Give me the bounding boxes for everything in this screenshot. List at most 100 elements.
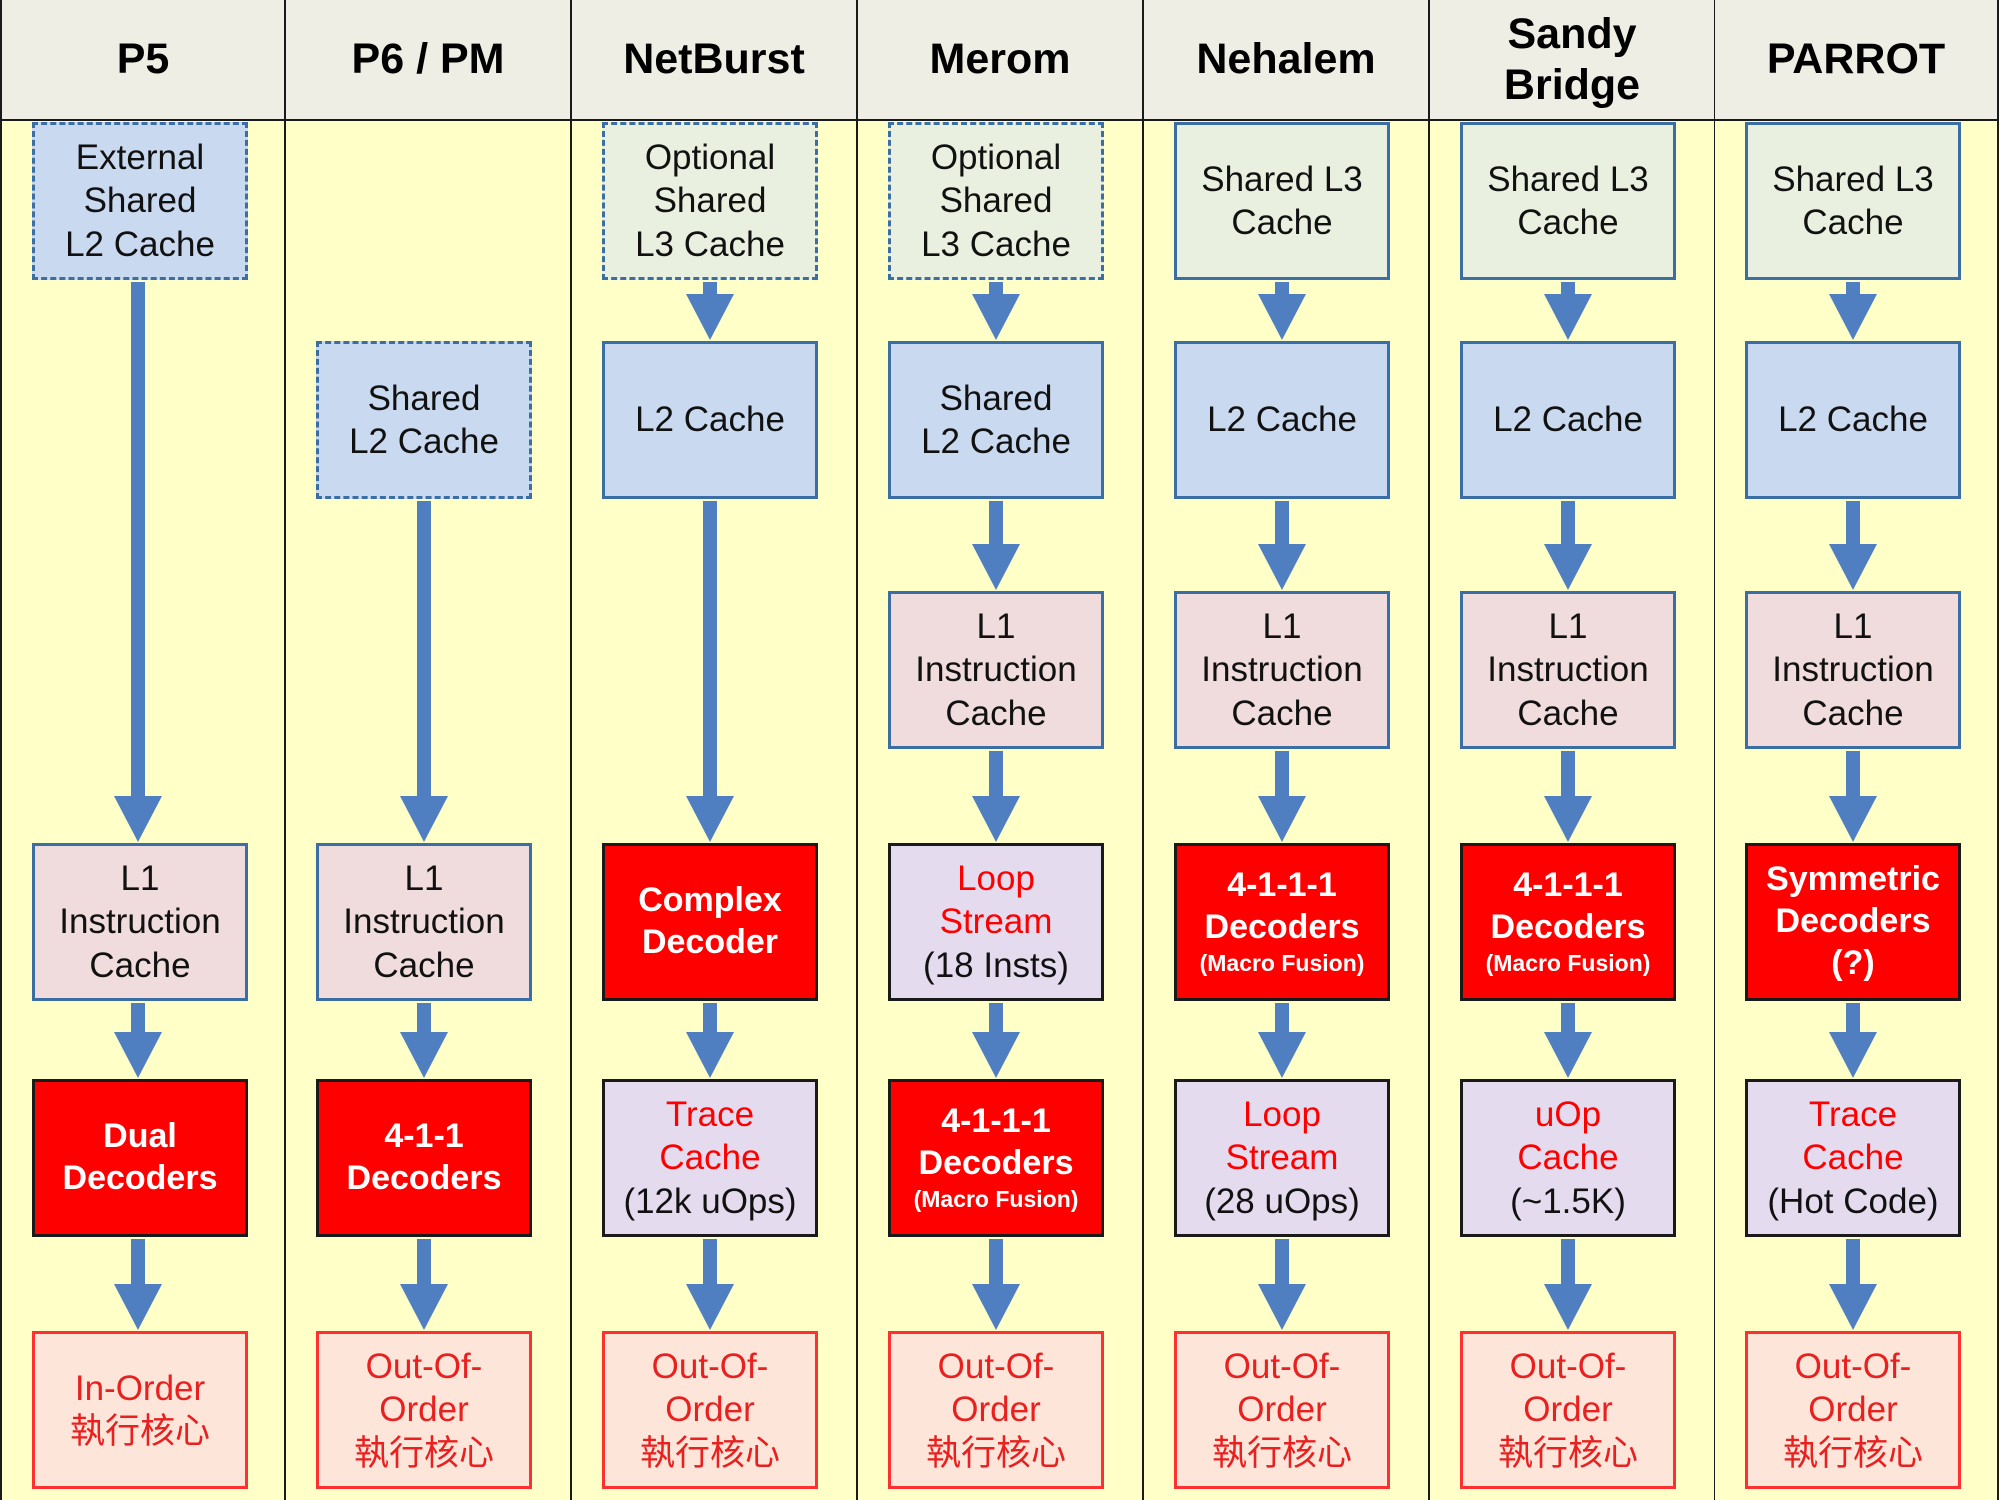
column-title: P6 / PM [286,0,570,121]
box-text-line: L2 Cache [349,422,499,461]
arrow-down-icon [1829,1032,1877,1078]
box-text-line: (12k uOps) [623,1181,797,1221]
box-text-line: L3 Cache [635,224,785,264]
box-title-line: Loop [957,859,1035,899]
box-text-line: (?) [1831,943,1875,982]
box-text-line: Shared [939,181,1053,221]
box-text-line: Order [665,1390,755,1430]
box-title-line: Stream [939,902,1053,942]
box-text-line: L1 [1548,607,1588,647]
box-text-line: Cache [1517,203,1619,242]
arrow-down-icon [400,1032,448,1078]
arrow-shaft [989,282,1003,296]
box-text-line: Decoders [1490,908,1646,947]
arrow-shaft [703,501,717,798]
l2-box: L2 Cache [1460,341,1676,499]
box-text-line: 4-1-1-1 [1513,866,1623,905]
box-text-line: Decoder [641,923,779,961]
arrow-down-icon [114,1032,162,1078]
core-box: In-Order 執行核心 [32,1331,248,1489]
box-text-line: Order [1808,1390,1898,1430]
arrow-shaft [989,501,1003,546]
column-title-line: Bridge [1503,60,1641,109]
box-text-line: L2 Cache [1207,400,1357,440]
arrow-down-icon [1544,1032,1592,1078]
arrow-down-icon [686,796,734,842]
box-text-line: Instruction [59,902,221,942]
box-text-line: Out-Of- [1794,1347,1912,1387]
arrow-shaft [703,1239,717,1286]
arrow-shaft [1561,501,1575,546]
column-title: Nehalem [1144,0,1428,121]
box-note: (Macro Fusion) [1199,949,1365,976]
box-text-line: Decoders [346,1159,502,1197]
box-text-line: Cache [1802,693,1904,733]
box-text-line: 執行核心 [925,1433,1066,1473]
arrow-shaft [703,1003,717,1034]
box-text-line: Shared L3 [1201,159,1363,199]
arrow-shaft [1561,1003,1575,1034]
box-text-line: L2 Cache [921,422,1071,461]
arrow-down-icon [1544,294,1592,340]
box-text-line: Out-Of- [1223,1347,1341,1387]
arrow-down-icon [114,1284,162,1330]
box-text-line: 執行核心 [69,1412,210,1451]
box-text-line: Complex [638,881,782,920]
box-text-line: Order [379,1390,469,1430]
arrow-shaft [417,501,431,798]
box-text-line: Decoders [1204,908,1360,947]
box-text-line: Optional [644,138,776,178]
box-text-line: 執行核心 [1497,1433,1638,1473]
arrow-shaft [1846,1239,1860,1286]
arrow-down-icon [972,1284,1020,1330]
arrow-shaft [989,751,1003,798]
arrow-shaft [1846,751,1860,798]
box-text-line: Instruction [343,902,505,942]
box-text-line: L1 [120,859,160,899]
column-title-line: Sandy [1507,9,1637,58]
arrow-shaft [1275,1239,1289,1286]
box-text-line: Symmetric [1766,860,1940,899]
box-text-line: Order [951,1390,1041,1430]
arrow-down-icon [972,294,1020,340]
box-text-line: External [75,138,205,178]
box-text-line: Order [1523,1390,1613,1430]
box-text-line: (18 Insts) [923,945,1069,985]
box-text-line: Cache [373,945,475,985]
box-title-line: Cache [1802,1138,1904,1178]
box-title-line: Trace [1808,1095,1898,1135]
box-text-line: 4-1-1-1 [1227,866,1337,905]
box-text-line: Order [1237,1390,1327,1430]
box-text-line: Cache [1231,693,1333,733]
arrow-down-icon [1258,294,1306,340]
box-text-line: Optional [930,138,1062,178]
box-text-line: 4-1-1 [384,1117,464,1156]
box-text-line: Out-Of- [651,1347,769,1387]
box-text-line: Cache [1231,203,1333,242]
box-text-line: Decoders [918,1144,1074,1183]
l3-box: Shared L3 Cache [1174,122,1390,280]
arrow-shaft [131,1239,145,1286]
box-text-line: In-Order [74,1368,206,1408]
box-text-line: 執行核心 [353,1433,494,1473]
arrow-down-icon [1829,294,1877,340]
arrow-shaft [1846,501,1860,546]
arrow-down-icon [686,1284,734,1330]
arrow-shaft [131,282,145,798]
arrow-down-icon [972,544,1020,590]
box-text-line: Shared [653,181,767,221]
arrow-shaft [1561,1239,1575,1286]
box-text-line: 執行核心 [639,1433,780,1473]
